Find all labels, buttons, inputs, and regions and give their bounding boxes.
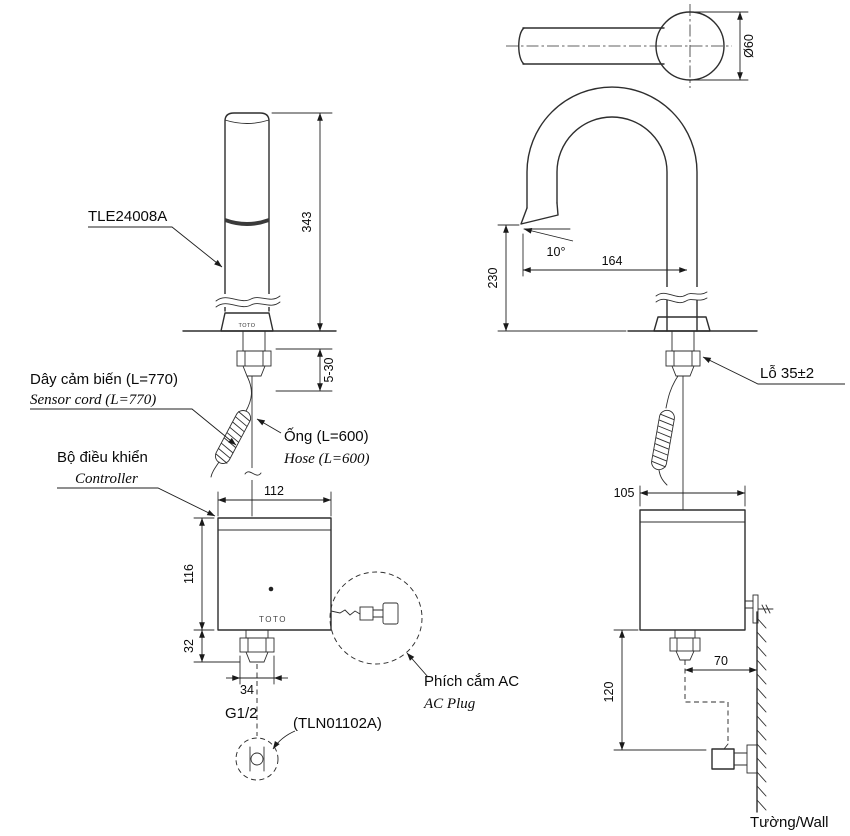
dimension-spout-reach: 164 [522, 233, 688, 277]
sensor-cord-front [210, 375, 252, 478]
dimension-spout-diameter: Ø60 [692, 11, 756, 81]
controller-box-front: TOTO [217, 517, 332, 631]
dim-deck-thickness: 5-30 [322, 357, 336, 382]
ac-plug-detail [329, 571, 423, 665]
dim-spout-height: 343 [300, 212, 314, 233]
sensor-cord-label-en: Sensor cord (L=770) [30, 392, 156, 408]
dimension-connector-width: 34 [226, 655, 288, 697]
hole-size-text: Lỗ 35±2 [760, 365, 814, 382]
hose-front [244, 375, 262, 517]
outlet-angle-annotation: 10° [523, 228, 574, 259]
controller-label-vi: Bộ điều khiển [57, 449, 148, 466]
dim-bottom-clearance: 120 [602, 682, 616, 703]
dim-spout-reach: 164 [602, 254, 623, 268]
ac-plug-side [711, 743, 758, 774]
sensor-cord-label-vi: Dây cảm biến (L=770) [30, 371, 178, 388]
dim-connector-width: 34 [240, 683, 254, 697]
dim-outlet-height: 230 [486, 268, 500, 289]
ac-plug-label-en: AC Plug [423, 696, 476, 712]
mounting-shank-side [665, 330, 701, 377]
dimension-bottom-clearance: 120 [602, 629, 707, 751]
hose-label-vi: Ống (L=600) [284, 427, 369, 445]
dimension-controller-height: 116 [182, 517, 215, 631]
dimension-outlet-height: 230 [486, 224, 627, 332]
ac-plug-label-vi: Phích cắm AC [424, 673, 519, 690]
sensor-cord-side [651, 375, 679, 486]
brand-text-base: TOTO [238, 323, 255, 329]
wall: Tường/Wall [750, 611, 829, 831]
power-cord [684, 660, 729, 744]
faucet-side-view [520, 86, 758, 332]
dim-controller-depth: 105 [614, 486, 635, 500]
model-number: TLE24008A [88, 208, 167, 225]
faucet-front-view: TOTO [182, 112, 337, 377]
dim-controller-width-front: 112 [264, 484, 284, 498]
dimension-spout-height: 343 [271, 112, 333, 332]
dimension-plug-wall-distance: 70 [684, 654, 758, 673]
wall-label: Tường/Wall [750, 814, 829, 831]
outlet-connector-side [669, 629, 701, 661]
valve-ref-text: (TLN01102A) [293, 715, 382, 732]
controller-label-en: Controller [75, 471, 138, 487]
spout-top-view [506, 4, 732, 88]
dimension-controller-width-front: 112 [217, 484, 332, 517]
dim-spout-diameter: Ø60 [742, 34, 756, 58]
valve-ref-label: (TLN01102A) [272, 715, 382, 750]
hole-size-label: Lỗ 35±2 [702, 356, 845, 385]
water-supply-connection [235, 664, 279, 781]
dimension-outlet-offset: 32 [182, 629, 241, 663]
hose-label-en: Hose (L=600) [283, 451, 370, 467]
dim-plug-wall-distance: 70 [714, 654, 728, 668]
ac-plug-label: Phích cắm AC AC Plug [406, 652, 519, 712]
dimension-controller-depth: 105 [614, 485, 746, 507]
thread-label: G1/2 [225, 705, 258, 722]
sensor-window [225, 218, 269, 226]
controller-label: Bộ điều khiển Controller [57, 449, 216, 517]
sensor-led [268, 586, 274, 592]
dim-outlet-angle: 10° [547, 245, 566, 259]
brand-text-controller: TOTO [259, 615, 287, 624]
dim-outlet-offset: 32 [182, 639, 196, 653]
outlet-connector-front [239, 629, 275, 663]
dimension-deck-thickness: 5-30 [275, 348, 336, 392]
dim-controller-height: 116 [182, 564, 196, 584]
hose-label: Ống (L=600) Hose (L=600) [256, 418, 370, 467]
controller-box-side [639, 509, 774, 631]
sensor-cord-label: Dây cảm biến (L=770) Sensor cord (L=770) [30, 371, 237, 446]
model-label: TLE24008A [88, 208, 223, 268]
